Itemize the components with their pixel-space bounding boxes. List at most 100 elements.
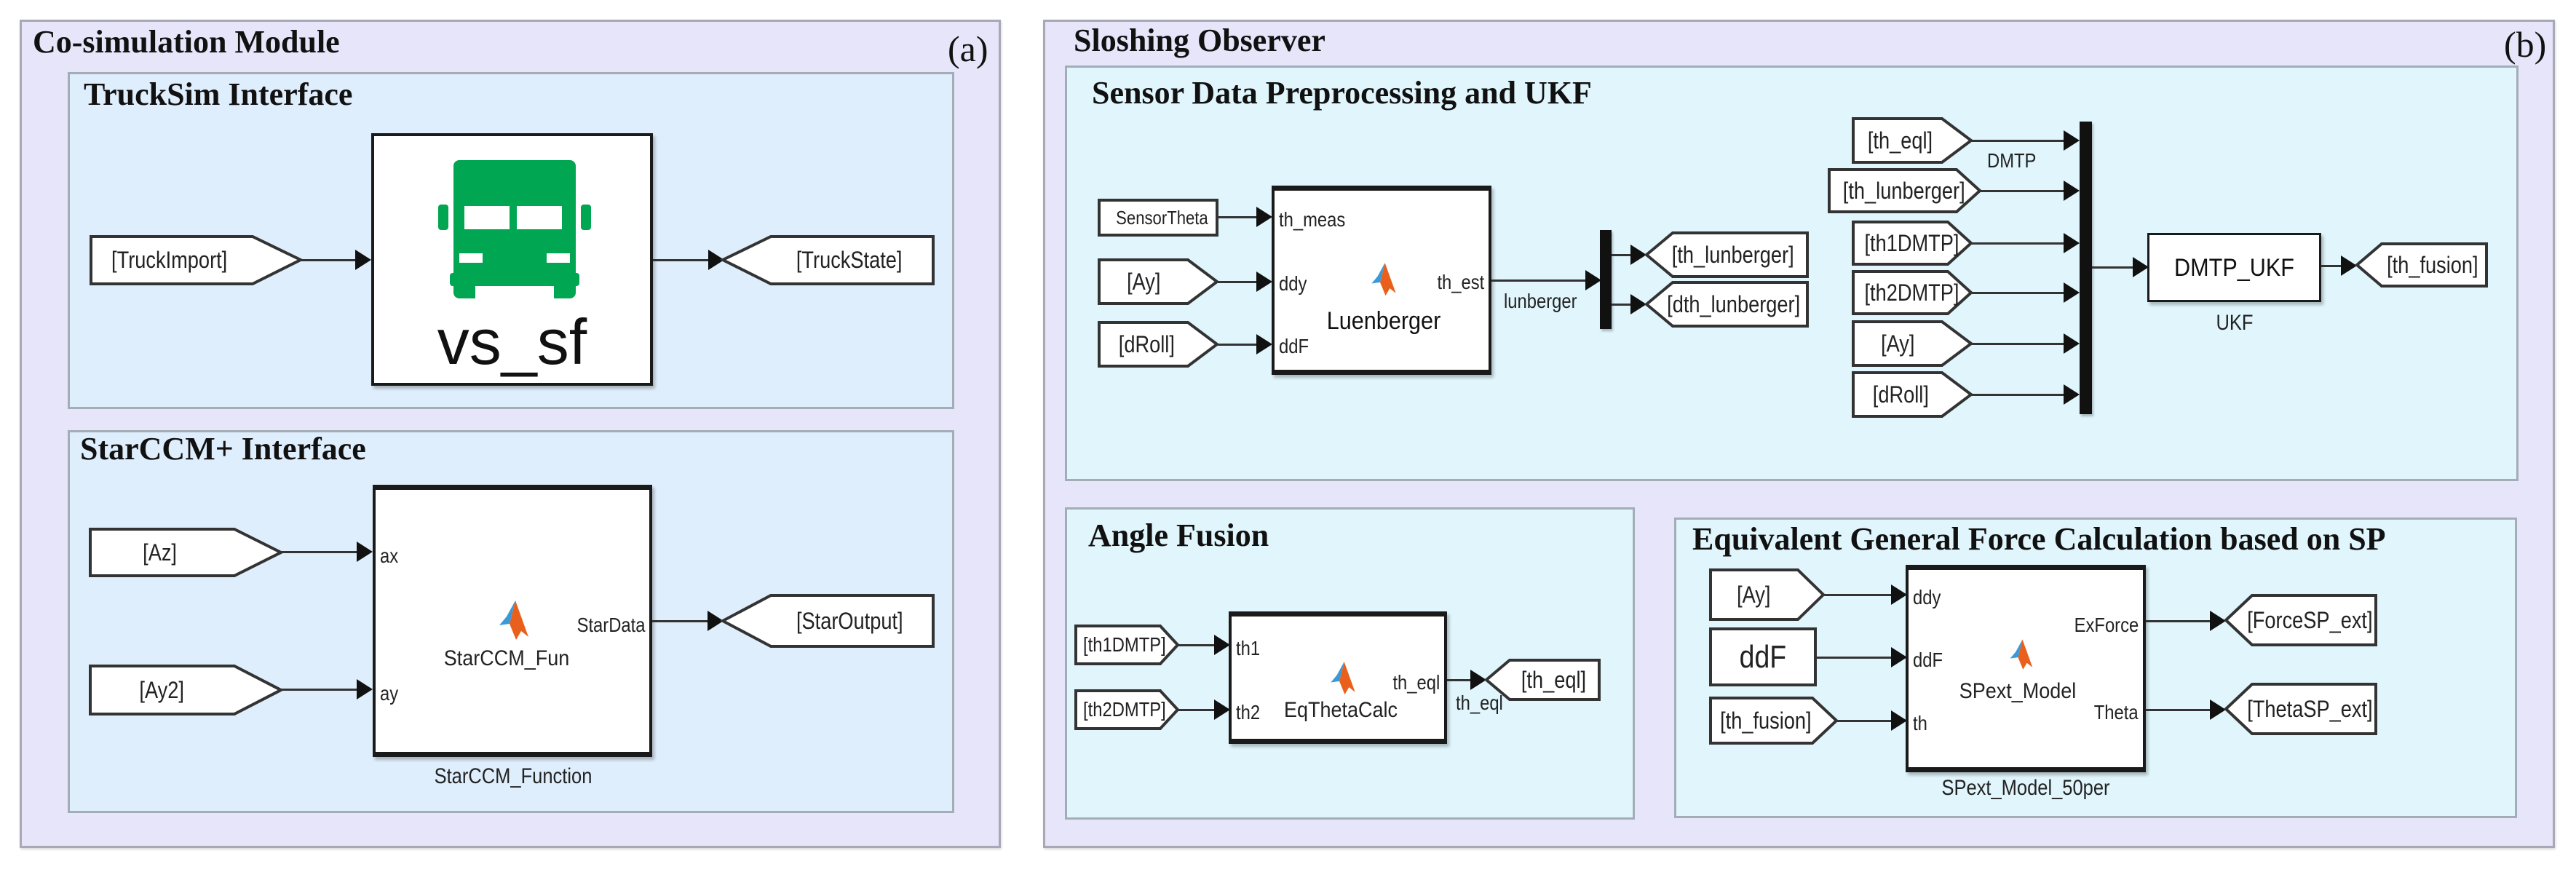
goto-tag-label: [th_lunberger] bbox=[1671, 241, 1794, 268]
goto-tag-dth-lunberger[interactable]: [dth_lunberger] bbox=[1644, 281, 1809, 328]
signal-line bbox=[301, 259, 359, 261]
port-theta: Theta bbox=[2094, 701, 2139, 724]
from-tag-label: [th1DMTP] bbox=[1083, 633, 1166, 656]
matlab-function-icon bbox=[1371, 263, 1396, 296]
port-exforce: ExForce bbox=[2074, 614, 2139, 636]
from-tag-label: [th2DMTP] bbox=[1864, 279, 1959, 306]
port-ay: ay bbox=[380, 682, 399, 705]
from-tag-ay2[interactable]: [Ay2] bbox=[89, 665, 285, 716]
arrowhead bbox=[708, 250, 724, 270]
from-tag-ay-mux[interactable]: [Ay] bbox=[1852, 320, 1974, 367]
port-th2: th2 bbox=[1236, 701, 1261, 724]
mux-bar[interactable] bbox=[2080, 122, 2092, 414]
goto-tag-th-eql[interactable]: [th_eql] bbox=[1483, 659, 1601, 701]
panel-label-a: (a) bbox=[948, 28, 988, 69]
arrowhead bbox=[2064, 233, 2080, 253]
truck-icon bbox=[438, 160, 591, 309]
arrowhead bbox=[355, 250, 371, 270]
port-ddy: ddy bbox=[1279, 272, 1307, 295]
from-tag-th-lunberger[interactable]: [th_lunberger] bbox=[1828, 168, 1982, 213]
goto-tag-forcesp-ext[interactable]: [ForceSP_ext] bbox=[2224, 594, 2377, 646]
arrowhead bbox=[1214, 635, 1230, 655]
arrowhead bbox=[708, 611, 724, 631]
from-tag-label: [Ay2] bbox=[139, 676, 184, 703]
starccm-function-block[interactable]: ax ay StarData StarCCM_Fun bbox=[373, 485, 652, 757]
eqthetacalc-block[interactable]: th1 th2 th_eql EqThetaCalc bbox=[1229, 611, 1447, 744]
from-tag-th1dmtp-fusion[interactable]: [th1DMTP] bbox=[1074, 625, 1180, 665]
from-block-sensortheta[interactable]: SensorTheta bbox=[1098, 199, 1218, 237]
sloshing-observer-title: Sloshing Observer bbox=[1074, 23, 1325, 58]
from-tag-truckimport[interactable]: [TruckImport] bbox=[90, 235, 304, 285]
arrowhead bbox=[1630, 245, 1646, 265]
arrowhead bbox=[1256, 207, 1272, 227]
from-tag-label: [th2DMTP] bbox=[1083, 698, 1166, 721]
from-tag-az[interactable]: [Az] bbox=[89, 528, 285, 577]
sensor-ukf-title: Sensor Data Preprocessing and UKF bbox=[1092, 75, 1592, 111]
signal-line bbox=[281, 689, 361, 691]
signal-line bbox=[1217, 216, 1259, 218]
from-tag-label: [Ay] bbox=[1127, 268, 1161, 295]
port-th-est: th_est bbox=[1437, 271, 1484, 293]
goto-tag-staroutput[interactable]: [StarOutput] bbox=[719, 594, 935, 648]
goto-tag-label: [th_eql] bbox=[1521, 666, 1587, 693]
from-tag-label: [Ay] bbox=[1881, 330, 1915, 357]
from-tag-th2dmtp-fusion[interactable]: [th2DMTP] bbox=[1074, 689, 1180, 730]
signal-line bbox=[1178, 644, 1216, 646]
arrowhead bbox=[2064, 384, 2080, 405]
goto-tag-th-fusion[interactable]: [th_fusion] bbox=[2354, 242, 2488, 288]
signal-line bbox=[1447, 679, 1473, 681]
matlab-function-icon bbox=[2010, 639, 2033, 670]
signal-line bbox=[2146, 709, 2213, 711]
matlab-function-icon bbox=[499, 600, 528, 640]
demux-bar[interactable] bbox=[1600, 230, 1612, 329]
arrowhead bbox=[2341, 255, 2357, 276]
vs-sf-label: vs_sf bbox=[437, 306, 587, 378]
panel-label-b: (b) bbox=[2504, 24, 2547, 65]
signal-line bbox=[1217, 281, 1259, 283]
arrowhead bbox=[2210, 611, 2226, 631]
port-stardata: StarData bbox=[576, 614, 645, 636]
from-tag-droll[interactable]: [dRoll] bbox=[1098, 321, 1220, 368]
angle-fusion-title: Angle Fusion bbox=[1088, 518, 1269, 553]
goto-tag-label: [dth_lunberger] bbox=[1667, 290, 1801, 317]
signal-line bbox=[2321, 265, 2345, 267]
goto-tag-thetasp-ext[interactable]: [ThetaSP_ext] bbox=[2224, 683, 2377, 735]
arrowhead bbox=[2064, 282, 2080, 303]
from-tag-label: [TruckImport] bbox=[111, 247, 228, 273]
port-th-meas: th_meas bbox=[1279, 208, 1346, 231]
from-tag-th1dmtp[interactable]: [th1DMTP] bbox=[1852, 221, 1973, 266]
spext-model-caption: SPext_Model_50per bbox=[1941, 776, 2110, 800]
from-tag-ay-force[interactable]: [Ay] bbox=[1709, 568, 1826, 621]
force-calculation-title: Equivalent General Force Calculation bas… bbox=[1692, 521, 2386, 557]
matlab-function-icon bbox=[1331, 662, 1355, 695]
signal-line bbox=[2146, 620, 2213, 622]
eqthetacalc-label: EqThetaCalc bbox=[1283, 698, 1398, 722]
signal-line bbox=[1980, 190, 2066, 192]
signal-line bbox=[1971, 394, 2066, 396]
spext-model-block[interactable]: ddy ddF th ExForce Theta SPext_Model bbox=[1906, 565, 2146, 772]
goto-tag-label: [ForceSP_ext] bbox=[2247, 606, 2373, 633]
dmtp-ukf-label: DMTP_UKF bbox=[2174, 254, 2294, 282]
from-tag-ay[interactable]: [Ay] bbox=[1098, 258, 1220, 305]
arrowhead bbox=[2064, 181, 2080, 201]
arrowhead bbox=[2133, 257, 2149, 277]
arrowhead bbox=[1585, 270, 1601, 290]
from-tag-th-eql[interactable]: [th_eql] bbox=[1852, 117, 1974, 164]
from-tag-th-fusion[interactable]: [th_fusion] bbox=[1709, 697, 1839, 745]
goto-tag-th-lunberger[interactable]: [th_lunberger] bbox=[1644, 231, 1809, 278]
luenberger-block[interactable]: th_meas ddy ddF th_est Luenberger bbox=[1272, 186, 1491, 375]
arrowhead bbox=[357, 679, 373, 699]
dmtp-ukf-block[interactable]: DMTP_UKF bbox=[2147, 233, 2321, 302]
port-ax: ax bbox=[380, 544, 399, 567]
signal-line bbox=[1815, 657, 1893, 659]
vs-sf-block[interactable]: vs_sf bbox=[371, 133, 653, 386]
from-tag-label: [Az] bbox=[143, 539, 177, 566]
from-tag-th2dmtp[interactable]: [th2DMTP] bbox=[1852, 270, 1973, 315]
spext-model-label: SPext_Model bbox=[1959, 679, 2077, 703]
from-tag-droll-mux[interactable]: [dRoll] bbox=[1852, 371, 1974, 418]
signal-line bbox=[1612, 304, 1633, 306]
goto-tag-truckstate[interactable]: [TruckState] bbox=[719, 235, 935, 285]
port-ddy: ddy bbox=[1913, 586, 1941, 609]
signal-line bbox=[2092, 266, 2136, 269]
constant-block-ddf[interactable]: ddF bbox=[1709, 627, 1817, 686]
